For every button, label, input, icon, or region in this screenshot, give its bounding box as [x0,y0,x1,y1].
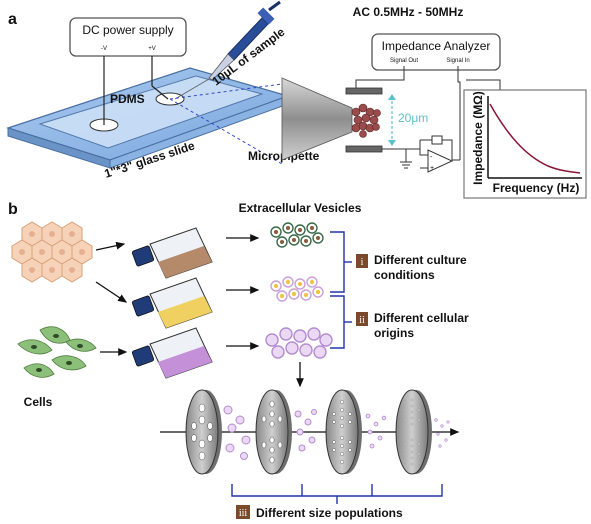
ev-particles-stage-1 [223,405,251,460]
impedance-analyzer: Impedance Analyzer Signal Out Signal In [371,33,501,71]
top-electrode [345,87,383,95]
note-i-num: i [361,257,364,268]
note-i-line2: conditions [374,268,435,282]
pdms-label: PDMS [110,92,145,106]
ev-cluster-2-cargo [274,280,320,298]
ev-cluster-2 [270,276,324,302]
dc-plus-label: +V [148,46,156,52]
filter-disc-3 [325,389,362,475]
signal-in-label: Signal In [446,58,469,64]
impedance-curve [489,103,581,174]
filter-disc-1 [185,389,222,475]
impedance-graph: Impedance (MΩ) Frequency (Hz) [463,89,587,199]
pipette-icon [174,0,281,100]
ac-label: AC 0.5MHz - 50MHz [353,5,464,19]
panel-b-letter: b [8,201,18,218]
note-i-badge [356,254,368,268]
cells-label: Cells [24,395,53,409]
ev-particles-stage-4 [434,418,450,448]
op-amp-icon [427,149,454,173]
signal-out-label: Signal Out [390,58,418,64]
fibroblast-nuclei [31,334,83,372]
gap-label: 20μm [398,111,428,125]
cell-cluster [351,103,381,138]
dc-minus-label: -V [101,46,107,52]
dc-power-supply: DC power supply -V +V [69,17,187,57]
culture-flask-1 [131,227,213,279]
ev-particles-stage-3 [365,413,387,449]
ev-particles-stage-2 [294,409,317,452]
svg-text:-: - [430,154,433,161]
ev-cluster-1-cargo [274,226,320,244]
culture-flask-3 [131,327,213,379]
note-ii-num: ii [359,315,365,326]
note-ii-badge [356,312,368,326]
note-ii-line1: Different cellular [374,311,469,325]
impedance-analyzer-label: Impedance Analyzer [382,39,491,53]
circuit-wiring [355,66,501,169]
note-i-line1: Different culture [374,253,467,267]
culture-flask-2 [131,277,213,329]
cell-nuclei [19,231,85,273]
graph-ylabel: Impedance (MΩ) [471,91,485,185]
panel-a-letter: a [8,11,17,28]
ev-cluster-1 [270,222,324,248]
micropipette-tip [281,77,353,161]
svg-text:+: + [430,165,434,172]
bottom-electrode [345,145,383,153]
note-iii-badge [236,505,250,519]
ev-cluster-3 [265,327,333,359]
size-bracket [231,484,443,504]
note-iii-num: iii [239,508,248,519]
ev-title: Extracellular Vesicles [239,201,362,215]
graph-xlabel: Frequency (Hz) [493,181,580,195]
filter-disc-4 [395,389,432,475]
note-ii-line2: origins [374,326,414,340]
filter-disc-2 [255,389,292,475]
note-iii-text: Different size populations [256,506,403,520]
dc-power-supply-label: DC power supply [82,23,173,37]
brackets [330,231,352,349]
fibroblast-cells-icon [17,326,97,378]
